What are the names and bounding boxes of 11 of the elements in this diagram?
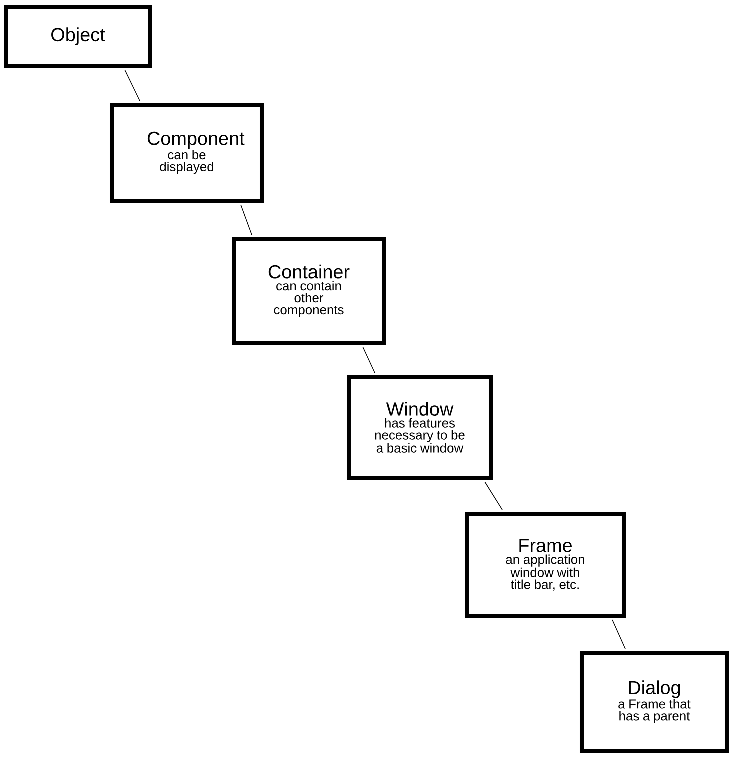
class-box: Container can contain other components [232,237,386,345]
connector-line [612,620,626,650]
class-box: Dialog a Frame that has a parent [580,651,729,753]
connector-line [362,346,376,374]
connector-line [484,482,503,510]
class-box: Component can be displayed [110,103,264,203]
class-box: Object [4,5,152,68]
class-box: Frame an application window with title bar, etc. [465,512,626,618]
class-box: Window has features necessary to be a basic window [347,375,493,480]
connector-line [124,70,140,102]
connector-line [240,204,252,236]
